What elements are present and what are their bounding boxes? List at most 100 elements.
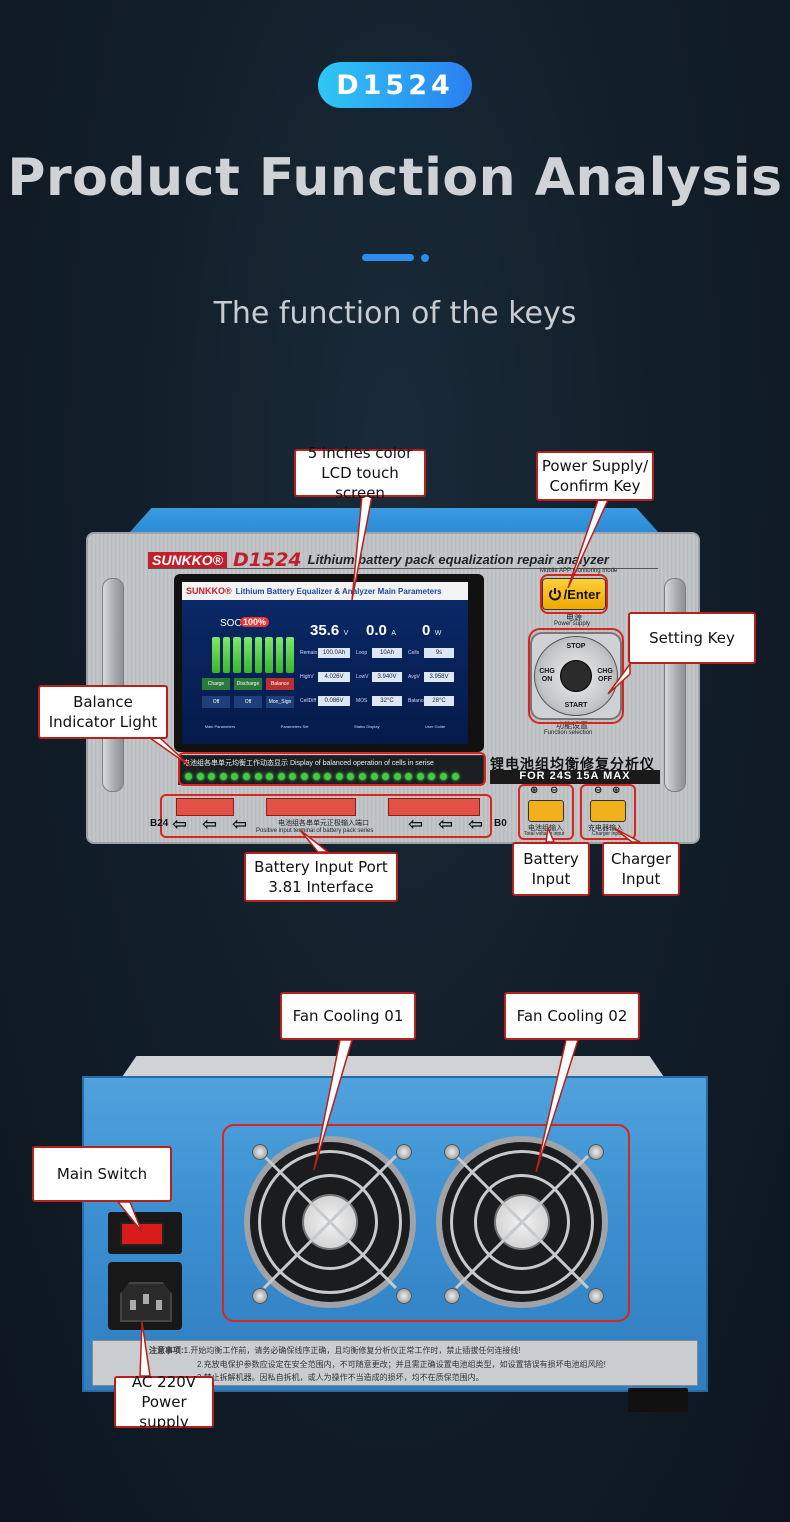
notice-line-1: 注意事项:1.开始均衡工作前，请务必确保线序正确，且均衡修复分析仪正常工作时，禁… xyxy=(149,1346,521,1355)
polarity-minus-icon: ⊖ xyxy=(550,785,559,796)
status-strip-text: 电池组各串单元均衡工作动态显示 Display of balanced oper… xyxy=(183,760,434,767)
screw xyxy=(396,1288,412,1304)
battery-port-connector[interactable] xyxy=(388,798,480,816)
soc-value: 100% xyxy=(240,617,270,627)
screw xyxy=(444,1144,460,1160)
main-switch[interactable] xyxy=(120,1222,164,1246)
port-b0-label: B0 xyxy=(494,818,507,829)
current-readout: 0.0 A xyxy=(366,622,396,639)
screw xyxy=(588,1288,604,1304)
battery-port-highlight xyxy=(160,794,492,838)
fan-01-grill xyxy=(258,1150,402,1294)
discharge-state[interactable]: Off xyxy=(234,696,262,708)
callout-fan-02: Fan Cooling 02 xyxy=(504,992,640,1040)
lcd-nav-bar: Main Parameters Parameters Set Status Di… xyxy=(182,724,468,744)
callout-power-key: Power Supply/ Confirm Key xyxy=(536,451,654,501)
callout-lcd: 5 inches color LCD touch screen xyxy=(294,444,426,502)
fan-area-highlight xyxy=(222,1124,630,1322)
fan-02-grill xyxy=(450,1150,594,1294)
screw xyxy=(444,1288,460,1304)
callout-battery-input: Battery Input xyxy=(512,842,590,896)
callout-ac-power: AC 220V Power supply xyxy=(114,1373,214,1431)
lcd-touch-screen[interactable]: SUNKKO® Lithium Battery Equalizer & Anal… xyxy=(182,582,468,744)
socket-pin xyxy=(143,1294,149,1304)
soc-label: SOC xyxy=(220,618,242,629)
lcd-state-buttons: Off Off Mon_Sign xyxy=(202,696,294,708)
brand-logo: SUNKKO® xyxy=(148,551,227,568)
brand-description: Lithium battery pack equalization repair… xyxy=(307,552,609,567)
screw xyxy=(396,1144,412,1160)
model-badge: D1524 xyxy=(318,62,472,108)
battery-cells-graphic xyxy=(212,637,294,673)
power-en-label: Power supply xyxy=(554,621,591,627)
device-cn-title: 锂电池组均衡修复分析仪 xyxy=(490,757,655,773)
lcd-mode-buttons: Charge Discharge Balance xyxy=(202,678,294,690)
arrow-left-icon: ⇦ xyxy=(202,814,218,834)
power-enter-key[interactable]: /Enter xyxy=(542,578,606,610)
arrow-left-icon: ⇦ xyxy=(232,814,248,834)
charge-button[interactable]: Charge xyxy=(202,678,230,690)
charger-xt-port[interactable] xyxy=(590,800,626,822)
fan-01-grill-inner xyxy=(282,1174,378,1270)
arrow-left-icon: ⇦ xyxy=(438,814,454,834)
port-en-label: Positive input terminal of battery pack … xyxy=(256,828,374,834)
port-b24-label: B24 xyxy=(150,818,169,829)
fan-01-guard-icon xyxy=(262,1154,398,1290)
battery-xt-port[interactable] xyxy=(528,800,564,822)
monitor-sign-button[interactable]: Mon_Sign xyxy=(266,696,294,708)
charge-state[interactable]: Off xyxy=(202,696,230,708)
battery-port-connector[interactable] xyxy=(176,798,234,816)
notice-line-2: 2.充放电保护参数应设定在安全范围内，不可随意更改；并且需正确设置电池组类型，如… xyxy=(197,1360,606,1369)
socket-pin xyxy=(130,1300,136,1310)
power-readout: 0 W xyxy=(422,622,442,639)
brand-model: D1524 xyxy=(232,548,302,571)
chg-on-key[interactable]: CHG ON xyxy=(539,668,555,683)
battery-port-connector[interactable] xyxy=(266,798,356,816)
nav-user-guide[interactable]: User Guide xyxy=(424,724,446,729)
charger-en-label: Charger input xyxy=(592,831,623,837)
enter-key-label: /Enter xyxy=(563,586,601,602)
device-spec-label: FOR 24S 15A MAX xyxy=(490,770,660,784)
title-divider-dot xyxy=(421,254,429,262)
arrow-left-icon: ⇦ xyxy=(468,814,484,834)
battery-en-label: Total voltage input xyxy=(524,831,565,837)
screw xyxy=(252,1144,268,1160)
discharge-button[interactable]: Discharge xyxy=(234,678,262,690)
start-key[interactable]: START xyxy=(564,702,588,709)
function-cn-label: 功能设置 xyxy=(556,721,588,730)
callout-battery-port: Battery Input Port 3.81 Interface xyxy=(244,852,398,902)
page-title: Product Function Analysis xyxy=(7,148,783,208)
arrow-left-icon: ⇦ xyxy=(408,814,424,834)
function-en-label: Function selection xyxy=(544,730,593,736)
balance-indicator-leds xyxy=(185,773,459,780)
screw xyxy=(588,1144,604,1160)
device-foot xyxy=(628,1388,688,1412)
lcd-logo: SUNKKO® xyxy=(186,586,232,596)
power-icon xyxy=(548,588,561,601)
nav-status-display[interactable]: Status Display xyxy=(353,724,380,729)
dpad-center xyxy=(560,660,592,692)
nav-parameters-set[interactable]: Parameters Set xyxy=(280,724,309,729)
mobile-mode-label: Mobile APP monitoring mode xyxy=(540,568,618,574)
lcd-header: SUNKKO® Lithium Battery Equalizer & Anal… xyxy=(182,582,468,600)
callout-main-switch: Main Switch xyxy=(32,1146,172,1202)
notice-line-3: 3.禁止拆解机器。因私自拆机，或人为操作不当造成的损坏，均不在质保范围内。 xyxy=(197,1373,484,1382)
callout-fan-01: Fan Cooling 01 xyxy=(280,992,416,1040)
callout-balance-light: Balance Indicator Light xyxy=(38,685,168,739)
balance-button[interactable]: Balance xyxy=(266,678,294,690)
ac-power-socket[interactable] xyxy=(120,1282,172,1322)
charger-input-highlight xyxy=(580,784,636,840)
section-subtitle: The function of the keys xyxy=(213,296,577,331)
polarity-minus-icon: ⊖ xyxy=(594,785,603,796)
screw xyxy=(252,1288,268,1304)
balance-light-highlight xyxy=(178,752,486,786)
callout-setting-key: Setting Key xyxy=(628,612,756,664)
nav-main-parameters[interactable]: Main Parameters xyxy=(204,724,236,729)
title-divider-bar xyxy=(362,254,414,261)
stop-key[interactable]: STOP xyxy=(566,643,586,650)
polarity-plus-icon: ⊕ xyxy=(612,785,621,796)
chg-off-key[interactable]: CHG OFF xyxy=(597,668,613,683)
